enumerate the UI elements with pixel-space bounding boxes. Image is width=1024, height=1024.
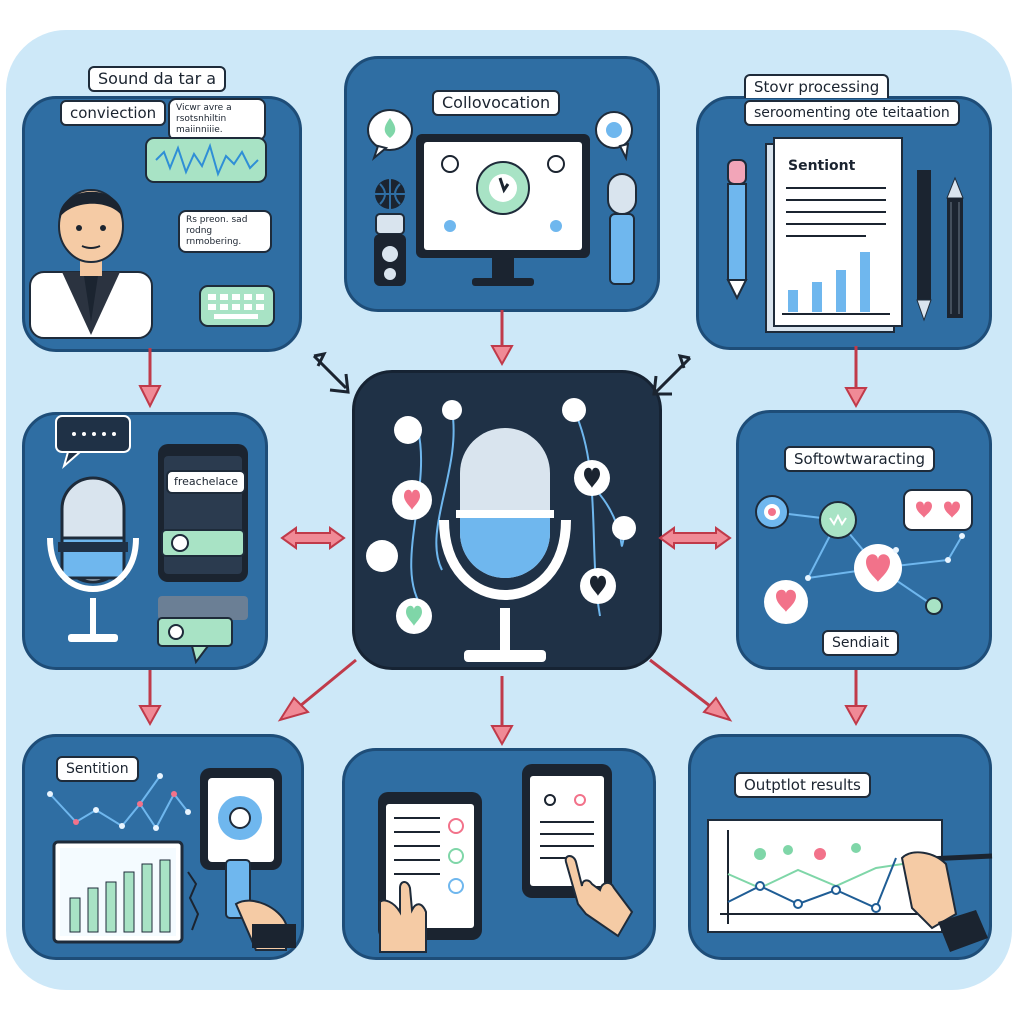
chat-bubble-icon xyxy=(595,111,633,162)
pen-icon xyxy=(726,159,748,301)
output-chart-illustration xyxy=(707,819,993,952)
sentiment-network-illustration xyxy=(755,489,973,624)
arrow-diag-bottom-left xyxy=(299,658,357,708)
panel-title-top-left-line1: Sound da tar a xyxy=(88,66,227,92)
panel-title-top-right-line2: seroomenting ote teitaation xyxy=(744,100,960,126)
speech-bubble-top-left-2: Rs preon. sad rodng rnmobering. xyxy=(178,210,272,253)
tablets-illustration xyxy=(378,764,634,953)
drop-bubble-icon xyxy=(367,109,413,162)
pencil-icon-1 xyxy=(916,170,932,322)
panel-title-bottom-right: Outptlot results xyxy=(734,772,871,798)
bubble-label-middle-left: freachelace xyxy=(166,470,247,494)
arrow-diag-bottom-right xyxy=(649,658,711,708)
panel-title-bottom-left: Sentition xyxy=(56,756,139,782)
globe-icon xyxy=(375,179,405,209)
keyboard-bubble-icon xyxy=(199,285,275,327)
panel-title-top-left-line2: conviection xyxy=(60,100,167,126)
bottom-left-illustration xyxy=(47,768,296,951)
person-illustration xyxy=(29,189,153,339)
arrow-diag-top-right xyxy=(652,356,692,396)
message-bubble-icon xyxy=(55,415,131,469)
document-title: Sentiont xyxy=(788,158,856,174)
arrow-double-left xyxy=(280,526,346,550)
microphone-small-icon xyxy=(607,173,637,285)
panel-title-top-right-line1: Stovr processing xyxy=(744,74,890,98)
document-chart-illustration xyxy=(765,137,903,333)
monitor-illustration xyxy=(416,134,590,286)
arrow-double-right xyxy=(658,526,732,550)
recorder-icon xyxy=(374,213,406,286)
sentiment-label-middle-right: Sendiait xyxy=(822,630,900,656)
chat-bubble-green-icon xyxy=(157,596,248,665)
panel-title-middle-right: Softowtwaracting xyxy=(784,446,936,472)
waveform-icon xyxy=(145,137,267,183)
panel-title-top-center: Collovocation xyxy=(432,90,561,116)
center-microphone-network xyxy=(366,398,636,662)
studio-microphone-icon xyxy=(47,476,139,642)
pencil-icon-2 xyxy=(946,176,964,318)
